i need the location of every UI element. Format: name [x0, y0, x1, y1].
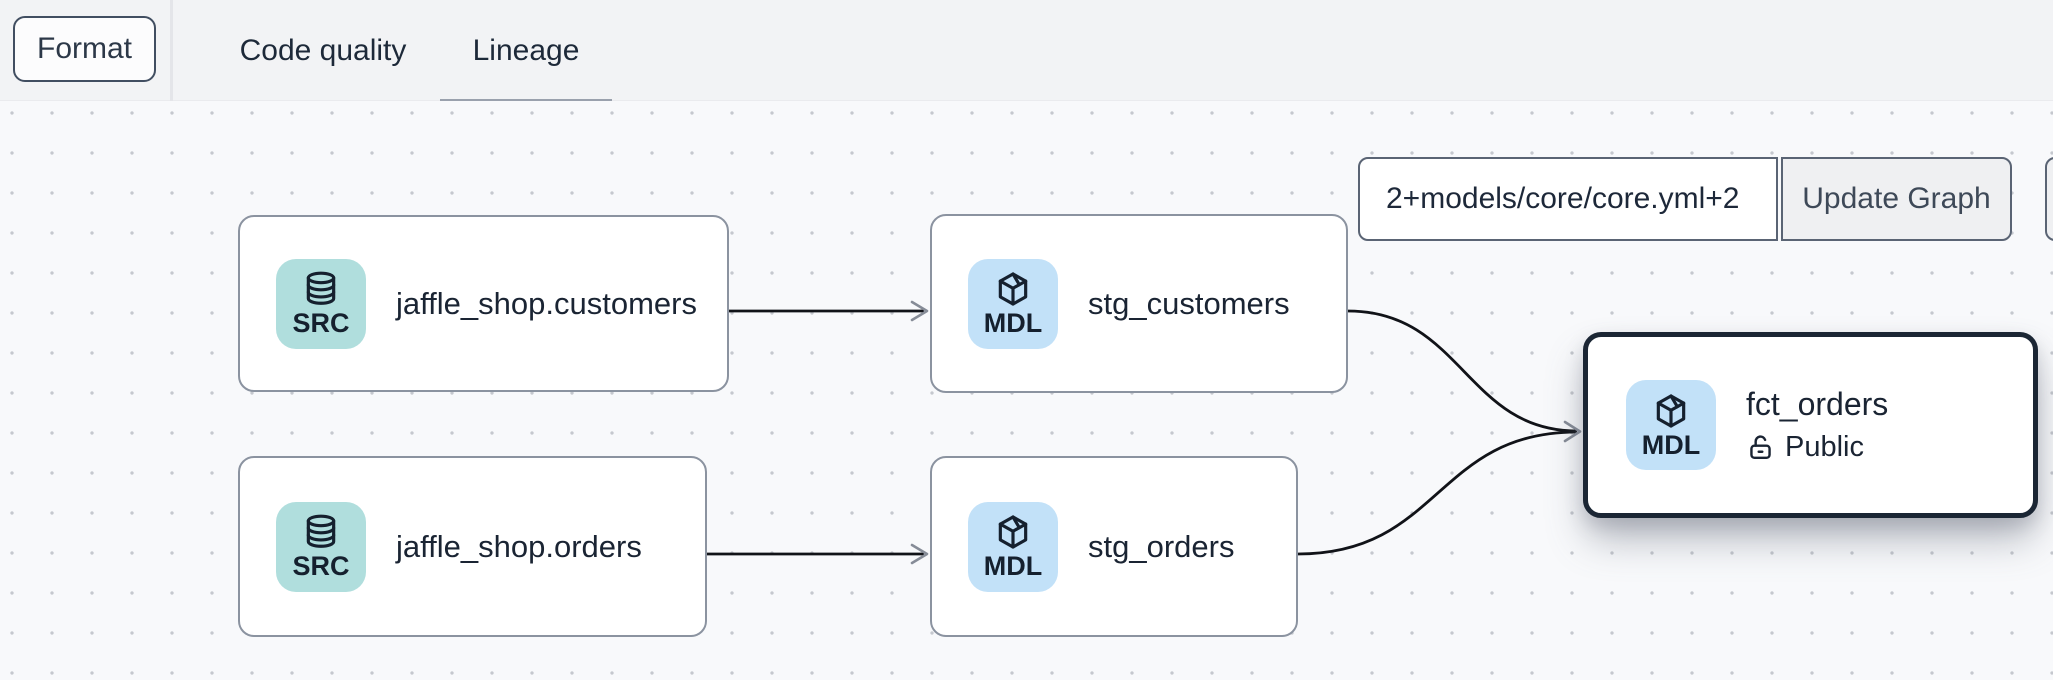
- node-label: fct_orders: [1746, 386, 1889, 422]
- node-label: jaffle_shop.customers: [396, 285, 697, 321]
- cube-icon: [998, 272, 1028, 306]
- clipped-button[interactable]: [2045, 157, 2053, 241]
- access-label: Public: [1785, 431, 1864, 463]
- format-button[interactable]: Format: [13, 16, 157, 82]
- database-icon: [306, 514, 336, 548]
- node-jaffle-shop-orders[interactable]: SRC jaffle_shop.orders: [238, 456, 707, 637]
- lineage-canvas[interactable]: SRC jaffle_shop.customers MDL stg_custom…: [0, 101, 2053, 680]
- panel-toolbar: Format Code quality Lineage: [0, 0, 2053, 104]
- badge-type-label: MDL: [1641, 429, 1701, 460]
- edge-stg-orders-to-fct: [1297, 430, 1578, 556]
- node-label: jaffle_shop.orders: [396, 528, 642, 564]
- cube-icon: [1656, 393, 1686, 428]
- arrowhead-icon: [1563, 420, 1582, 443]
- tab-code-quality-label: Code quality: [239, 33, 407, 67]
- access-row: Public: [1746, 431, 1888, 464]
- model-badge: MDL: [1626, 380, 1716, 470]
- model-badge: MDL: [968, 258, 1058, 349]
- model-badge: MDL: [968, 501, 1058, 592]
- toolbar-divider: [170, 0, 173, 101]
- node-stg-orders[interactable]: MDL stg_orders: [930, 456, 1298, 637]
- tab-lineage-label: Lineage: [472, 33, 580, 67]
- tab-lineage[interactable]: Lineage: [440, 0, 612, 104]
- arrowhead-icon: [910, 543, 929, 565]
- cube-icon: [998, 515, 1028, 549]
- node-fct-orders[interactable]: MDL fct_orders Public: [1583, 332, 2038, 518]
- tab-code-quality[interactable]: Code quality: [223, 0, 423, 101]
- source-badge: SRC: [276, 258, 366, 349]
- node-stg-customers[interactable]: MDL stg_customers: [930, 214, 1348, 393]
- database-icon: [306, 271, 336, 305]
- lineage-edges: [707, 300, 1582, 565]
- arrowhead-icon: [910, 300, 929, 322]
- edge-stg-customers-to-fct: [1347, 309, 1578, 433]
- selector-input[interactable]: 2+models/core/core.yml+2: [1358, 157, 1778, 241]
- node-jaffle-shop-customers[interactable]: SRC jaffle_shop.customers: [238, 215, 729, 392]
- node-label: stg_orders: [1088, 528, 1235, 564]
- badge-type-label: SRC: [292, 551, 350, 581]
- node-text-column: fct_orders Public: [1746, 386, 1888, 464]
- badge-type-label: SRC: [292, 308, 350, 338]
- node-label: stg_customers: [1088, 285, 1290, 321]
- lock-open-icon: [1750, 435, 1771, 459]
- badge-type-label: MDL: [983, 551, 1043, 581]
- badge-type-label: MDL: [983, 308, 1043, 338]
- selector-value: 2+models/core/core.yml+2: [1386, 182, 1740, 215]
- source-badge: SRC: [276, 501, 366, 592]
- update-graph-button[interactable]: Update Graph: [1781, 157, 2012, 241]
